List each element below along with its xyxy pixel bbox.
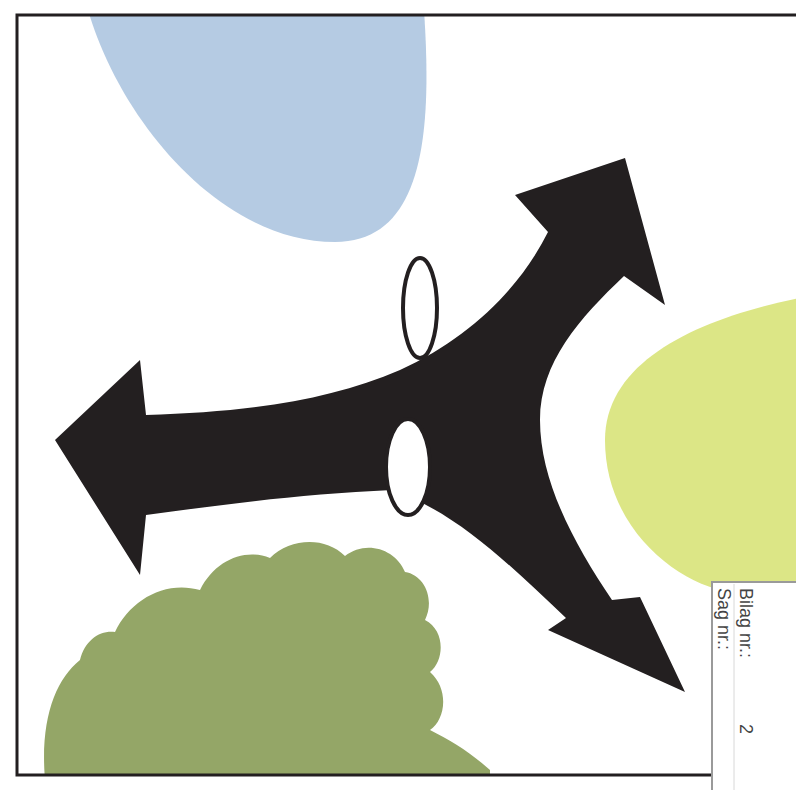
stamp-label: Sag nr.: [714, 588, 734, 650]
lower-ellipse [386, 419, 430, 515]
three-way-arrow [55, 158, 685, 692]
stamp-label: Bilag nr.: [736, 588, 756, 658]
stamp-box [712, 582, 796, 790]
blue-area [88, 15, 426, 242]
frame [17, 15, 796, 775]
yellow-area [605, 298, 796, 592]
upper-ellipse [403, 258, 437, 358]
stamp-label: 2 [736, 724, 756, 734]
green-bush [44, 542, 490, 775]
